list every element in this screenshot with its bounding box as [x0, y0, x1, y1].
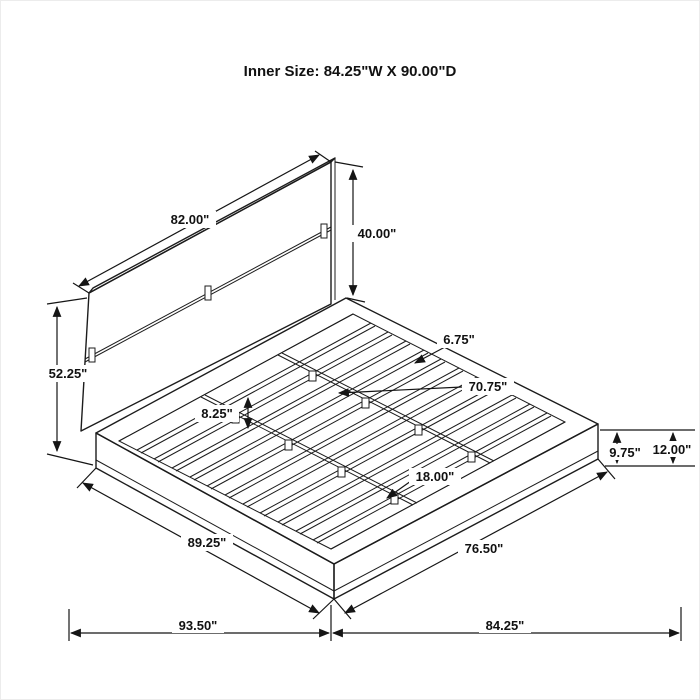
dim-label-slat-gap: 8.25" — [201, 406, 232, 421]
dim-overall-depth: 84.25" — [331, 607, 682, 641]
dim-label-headboard-height: 40.00" — [358, 226, 397, 241]
dim-label-slat-spacing: 6.75" — [443, 332, 474, 347]
dim-label-slat-length: 70.75" — [469, 379, 508, 394]
dim-label-overall-width: 93.50" — [179, 618, 218, 633]
slats — [118, 313, 566, 550]
headboard-connector-tab — [320, 223, 328, 239]
headboard-connector-tab — [204, 285, 212, 301]
dim-headboard-height: 40.00" — [334, 161, 403, 303]
headboard — [80, 157, 336, 432]
dim-total-height: 52.25" — [42, 297, 94, 466]
dim-label-frame-height: 12.00" — [653, 442, 692, 457]
inner-size-title: Inner Size: 84.25"W X 90.00"D — [243, 63, 457, 80]
dim-base-depth: 76.50" — [333, 458, 616, 620]
dim-slat-spacing: 6.75" — [414, 331, 481, 364]
dim-label-total-height: 52.25" — [49, 366, 88, 381]
dim-frame-heights: 9.75" 12.00" — [600, 429, 697, 467]
dim-base-width: 89.25" — [76, 467, 335, 620]
dim-label-base-depth: 76.50" — [465, 541, 504, 556]
dim-label-base-width: 89.25" — [188, 535, 227, 550]
support-beams — [200, 352, 495, 506]
dim-label-frame-inner-height: 9.75" — [609, 445, 640, 460]
dim-label-overall-depth: 84.25" — [486, 618, 525, 633]
dim-headboard-width: 82.00" — [72, 150, 332, 294]
dim-slat-length: 70.75" — [337, 378, 514, 397]
platform-frame — [95, 297, 599, 600]
dim-label-headboard-width: 82.00" — [171, 212, 210, 227]
headboard-connector-tab — [88, 347, 96, 363]
dim-slat-gap: 8.25" — [195, 396, 253, 430]
dim-overall-width: 93.50" — [68, 605, 332, 641]
dim-label-foot-rail: 18.00" — [416, 469, 455, 484]
